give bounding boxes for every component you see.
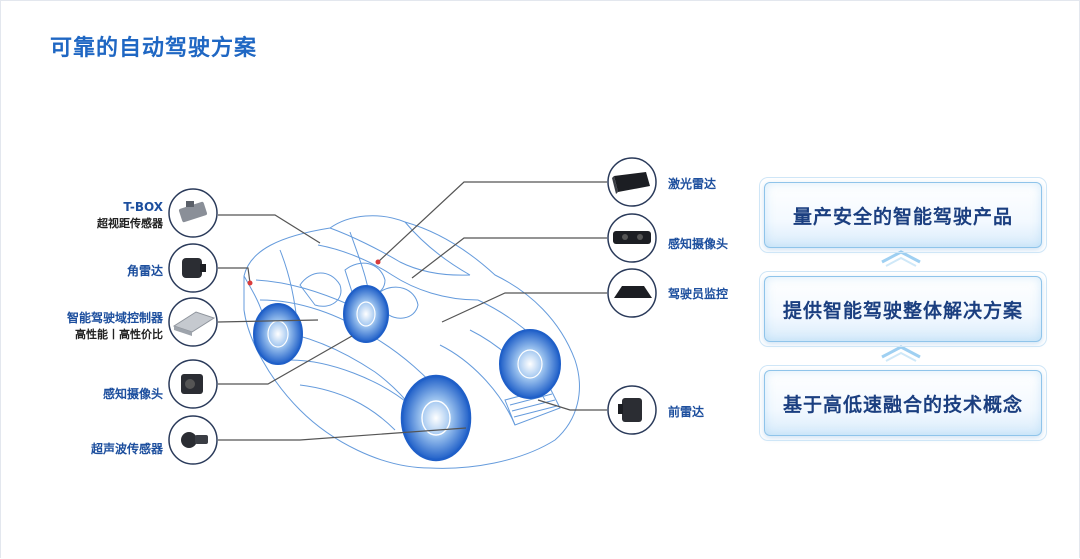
tbox-icon	[168, 188, 218, 238]
driver-monitor-label: 驾驶员监控	[668, 287, 729, 301]
ultrasonic-label: 超声波传感器	[90, 442, 163, 456]
corner-radar-label: 角雷达	[126, 264, 163, 278]
tbox-sublabel: 超视距传感器	[97, 217, 163, 230]
feature-box-mass-production: 量产安全的智能驾驶产品	[759, 177, 1047, 253]
domain-controller-sublabel: 高性能丨高性价比	[75, 328, 163, 341]
chevron-up-icon	[881, 250, 921, 267]
camera-left-label: 感知摄像头	[102, 387, 163, 401]
lidar-icon	[607, 157, 657, 207]
driver-monitor-icon	[607, 268, 657, 318]
front-radar-icon	[607, 385, 657, 435]
leader-lines	[217, 181, 607, 441]
leader-endpoints	[247, 259, 381, 286]
feature-box-fusion-concept: 基于高低速融合的技术概念	[759, 365, 1047, 441]
chevron-up-icon	[881, 345, 921, 362]
tbox-label: T-BOX	[123, 200, 163, 214]
page-title: 可靠的自动驾驶方案	[50, 36, 258, 61]
corner-radar-icon	[168, 243, 218, 293]
ultrasonic-sensor-icon	[168, 415, 218, 465]
camera-right-icon	[607, 213, 657, 263]
camera-right-label: 感知摄像头	[668, 237, 729, 251]
front-radar-label: 前雷达	[668, 405, 705, 419]
feature-box-total-solution: 提供智能驾驶整体解决方案	[759, 271, 1047, 347]
domain-controller-icon	[168, 297, 218, 347]
car-wheels	[253, 285, 561, 462]
domain-controller-label: 智能驾驶域控制器	[66, 311, 163, 325]
lidar-label: 激光雷达	[668, 177, 717, 191]
camera-left-icon	[168, 359, 218, 409]
